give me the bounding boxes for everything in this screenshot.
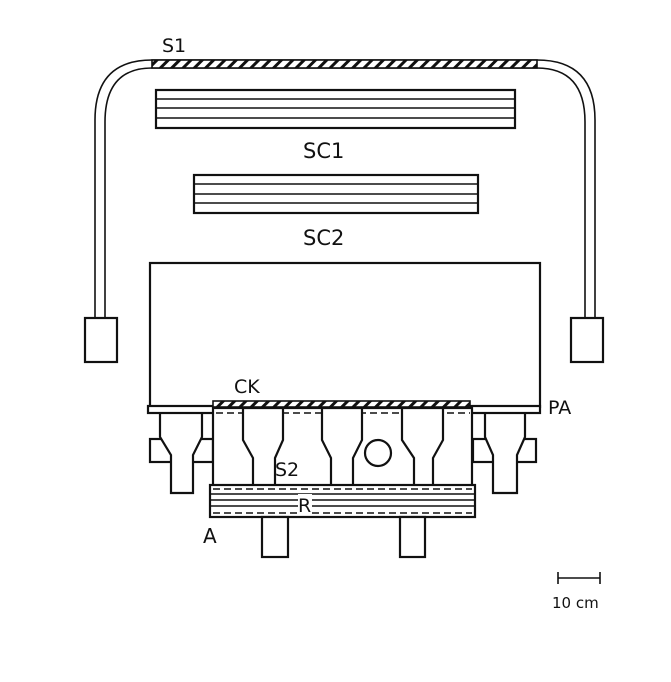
label-sc1: SC1 xyxy=(303,139,344,163)
scale-bar xyxy=(557,572,601,584)
left-tube-end-block xyxy=(83,316,119,364)
sc1-plates xyxy=(154,88,517,130)
sc2-plates xyxy=(192,173,480,215)
post-left xyxy=(260,515,290,559)
label-s2: S2 xyxy=(275,459,299,481)
circle-port xyxy=(363,438,393,468)
label-sc2: SC2 xyxy=(303,226,344,250)
main-box xyxy=(148,261,542,409)
label-r: R xyxy=(298,495,311,517)
label-s1: S1 xyxy=(162,35,186,57)
ck-hatched-strip xyxy=(212,400,471,408)
left-leg xyxy=(148,408,215,495)
right-tube-end-block xyxy=(569,316,605,364)
label-ck: CK xyxy=(234,376,260,398)
right-leg xyxy=(471,408,538,495)
label-a: A xyxy=(203,524,217,548)
a-plate xyxy=(208,483,477,519)
scale-bar-label: 10 cm xyxy=(552,594,599,612)
label-pa: PA xyxy=(548,397,571,419)
post-right xyxy=(398,515,427,559)
s1-hatched-strip xyxy=(151,59,538,69)
